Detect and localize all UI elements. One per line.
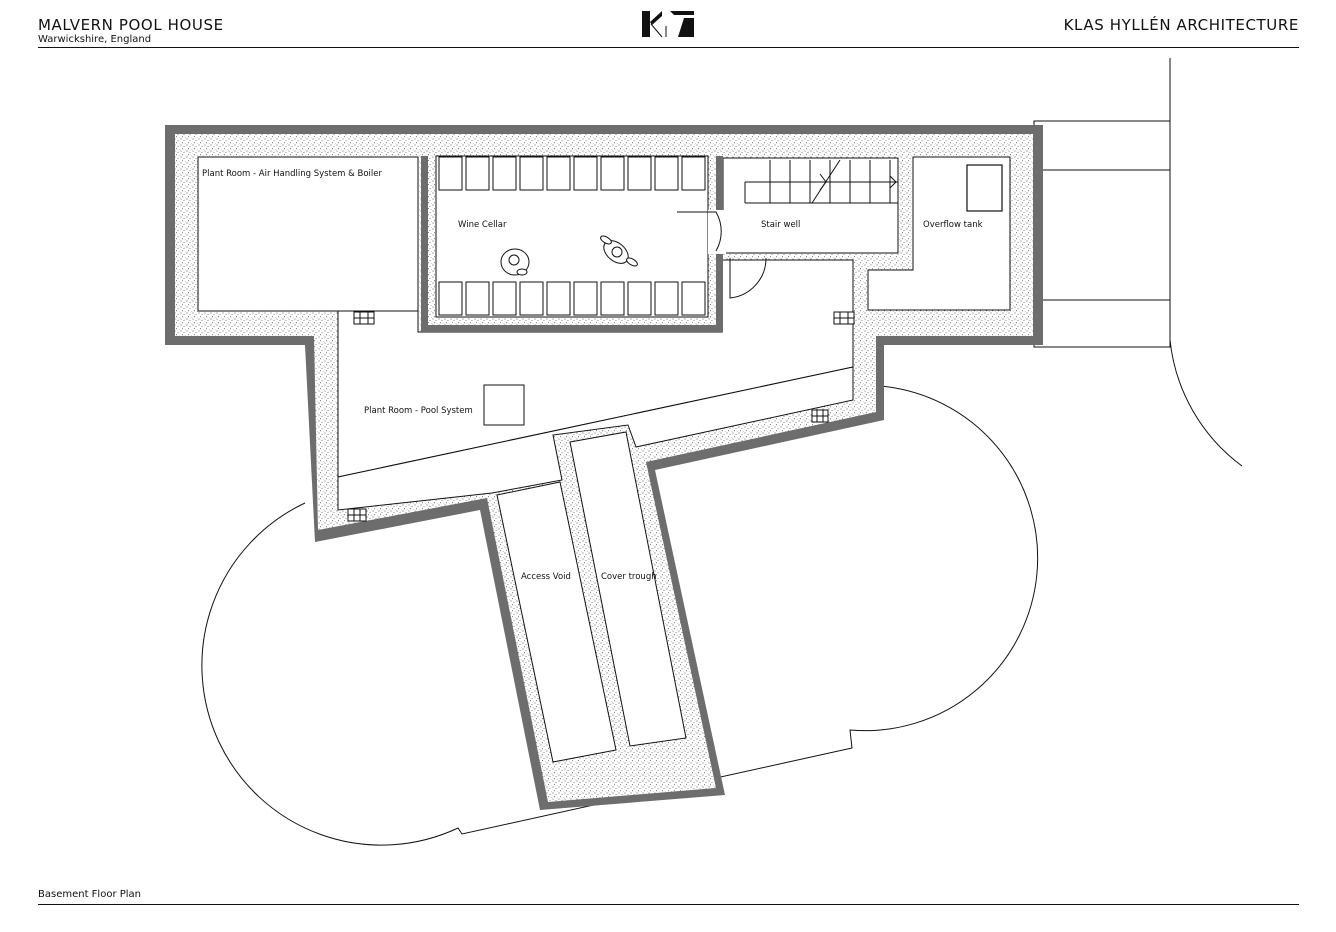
vent-icon xyxy=(347,311,855,522)
access-void xyxy=(496,481,617,763)
room-label-overflow-tank: Overflow tank xyxy=(923,220,983,230)
room-label-access-void: Access Void xyxy=(521,572,571,582)
cover-trough xyxy=(569,431,687,747)
project-title: MALVERN POOL HOUSE xyxy=(38,16,224,34)
stair-door-swing xyxy=(729,257,767,299)
cellar-door-swing xyxy=(677,211,722,252)
klas-hyllen-logo-icon xyxy=(642,11,694,38)
overflow-tank-equipment xyxy=(966,164,1003,212)
footer-rule xyxy=(38,904,1299,905)
person-icon-1 xyxy=(500,248,530,276)
title-block: MALVERN POOL HOUSE Warwickshire, England xyxy=(38,16,224,46)
room-label-wine-cellar: Wine Cellar xyxy=(458,220,507,230)
external-structure xyxy=(1033,120,1171,348)
person-icon-2 xyxy=(600,235,638,267)
room-label-cover-trough: Cover trough xyxy=(601,572,657,582)
pool-equipment xyxy=(483,384,525,426)
project-location: Warwickshire, England xyxy=(38,34,152,45)
site-arc xyxy=(1169,58,1243,467)
firm-name: KLAS HYLLÉN ARCHITECTURE xyxy=(1063,16,1299,34)
room-label-plant-air: Plant Room - Air Handling System & Boile… xyxy=(202,169,382,179)
pool-outline xyxy=(201,385,1039,846)
wine-cellar xyxy=(421,155,726,332)
interior-spaces xyxy=(197,156,1011,511)
sheet-title: Basement Floor Plan xyxy=(38,889,142,900)
header-rule xyxy=(38,47,1299,48)
room-label-plant-pool: Plant Room - Pool System xyxy=(364,406,473,416)
staircase xyxy=(744,159,898,204)
room-label-stair-well: Stair well xyxy=(761,220,800,230)
